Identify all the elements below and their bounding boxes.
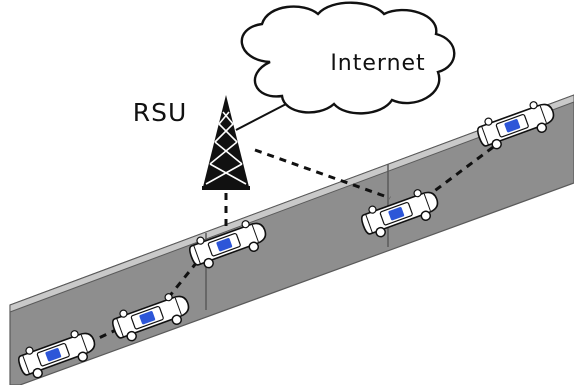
rsu-vehicle-link <box>254 148 391 200</box>
internet-label: Internet <box>330 51 425 76</box>
rsu-internet-link <box>235 101 291 131</box>
v2v-link <box>424 140 501 200</box>
rsu-tower-icon <box>202 95 250 190</box>
rsu-label: RSU <box>133 98 188 127</box>
internet-cloud: Internet <box>240 1 456 115</box>
